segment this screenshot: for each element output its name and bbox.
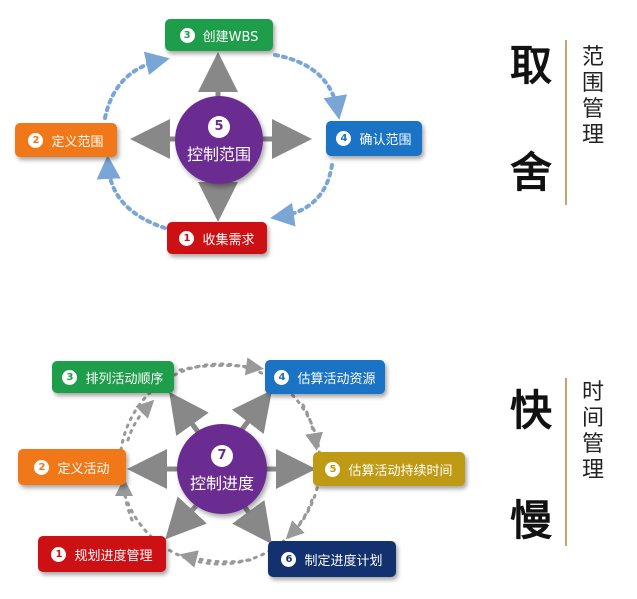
cycle-arrow-validate-to-collect bbox=[270, 163, 334, 227]
step-number: 1 bbox=[179, 230, 195, 246]
cycle-arrow-wbs-to-validate bbox=[273, 53, 348, 120]
box-plan-schedule-management[interactable]: 1 规划进度管理 bbox=[38, 536, 166, 572]
center-control-scope[interactable]: 5 控制范围 bbox=[175, 96, 263, 184]
box-label: 制定进度计划 bbox=[304, 553, 383, 569]
big-char-slow: 慢 bbox=[510, 496, 553, 545]
step-number: 3 bbox=[62, 369, 78, 385]
ring-arrow-d bbox=[179, 550, 252, 568]
step-number: 6 bbox=[281, 551, 297, 567]
box-sequence-activities[interactable]: 3 排列活动顺序 bbox=[52, 361, 174, 393]
ring-arrow-f bbox=[126, 399, 155, 442]
ring-arrow-a bbox=[178, 357, 264, 376]
box-develop-schedule[interactable]: 6 制定进度计划 bbox=[268, 541, 396, 577]
divider-schedule bbox=[565, 378, 567, 546]
center-number: 7 bbox=[211, 444, 233, 467]
box-define-activities[interactable]: 2 定义活动 bbox=[18, 449, 126, 485]
vertical-label-schedule: 时间管理 bbox=[581, 380, 604, 483]
box-estimate-durations[interactable]: 5 估算活动持续时间 bbox=[313, 452, 465, 486]
cycle-arrow-define-to-wbs bbox=[103, 51, 170, 120]
divider-scope bbox=[565, 40, 567, 205]
step-number: 5 bbox=[325, 461, 341, 477]
box-validate-scope[interactable]: 4 确认范围 bbox=[326, 121, 422, 156]
step-number: 2 bbox=[34, 459, 50, 475]
ring-arrow-c bbox=[285, 498, 314, 540]
ring-arrow-e bbox=[115, 478, 134, 522]
center-title: 控制范围 bbox=[186, 144, 251, 164]
box-label: 定义活动 bbox=[57, 461, 110, 477]
box-estimate-resources[interactable]: 4 估算活动资源 bbox=[265, 360, 385, 394]
big-char-take: 取 bbox=[510, 41, 553, 90]
box-define-scope[interactable]: 2 定义范围 bbox=[15, 123, 117, 157]
box-label: 定义范围 bbox=[51, 134, 104, 150]
vertical-label-scope: 范围管理 bbox=[581, 45, 604, 148]
box-label: 排列活动顺序 bbox=[85, 371, 164, 387]
box-label: 规划进度管理 bbox=[74, 548, 153, 564]
step-number: 4 bbox=[336, 131, 352, 146]
center-control-schedule[interactable]: 7 控制进度 bbox=[177, 424, 267, 514]
box-collect-requirements[interactable]: 1 收集需求 bbox=[167, 222, 267, 254]
arrow-to-plan-schedule bbox=[165, 496, 208, 540]
center-number: 5 bbox=[208, 115, 230, 138]
box-label: 估算活动资源 bbox=[297, 371, 376, 387]
box-label: 创建WBS bbox=[202, 29, 259, 45]
arrow-to-develop-schedule bbox=[232, 499, 272, 545]
step-number: 1 bbox=[51, 546, 67, 562]
ring-arrow-b bbox=[301, 403, 323, 451]
step-number: 3 bbox=[179, 27, 195, 43]
box-label: 估算活动持续时间 bbox=[348, 463, 453, 479]
box-create-wbs[interactable]: 3 创建WBS bbox=[165, 19, 273, 51]
step-number: 2 bbox=[28, 132, 44, 148]
step-number: 4 bbox=[274, 369, 290, 385]
cycle-arrow-collect-to-define bbox=[96, 155, 167, 230]
arrow-to-resources bbox=[231, 390, 273, 434]
box-label: 确认范围 bbox=[359, 133, 412, 148]
center-title: 控制进度 bbox=[189, 473, 254, 493]
box-label: 收集需求 bbox=[202, 232, 255, 248]
big-char-give: 舍 bbox=[510, 148, 553, 197]
arrow-to-sequence bbox=[169, 391, 209, 437]
big-char-fast: 快 bbox=[510, 386, 553, 435]
